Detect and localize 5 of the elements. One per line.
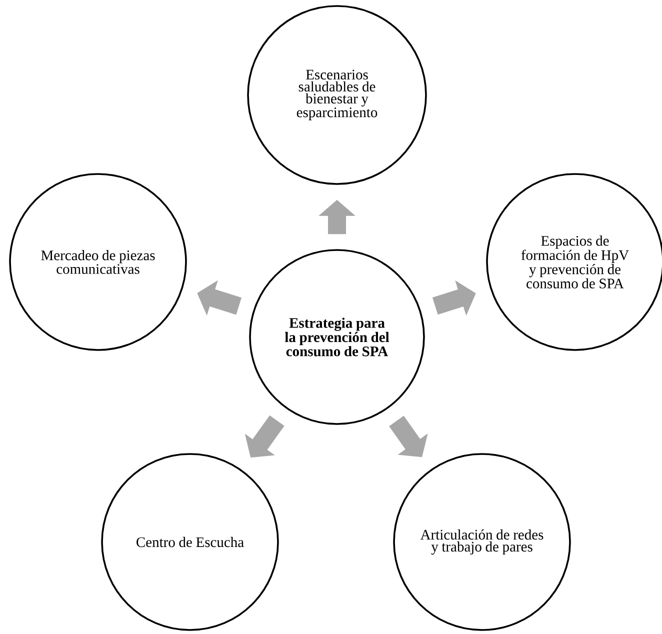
- circle-node: Mercadeo de piezas comunicativas: [9, 173, 187, 351]
- circle-node: Centro de Escucha: [101, 453, 279, 631]
- circle-node: Escenarios saludables de bienestar y esparcimiento: [247, 5, 427, 185]
- circle-node: Articulación de redes y trabajo de pares: [393, 453, 571, 631]
- circle-node: Estrategia para la prevención del consumo de SPA: [249, 249, 425, 425]
